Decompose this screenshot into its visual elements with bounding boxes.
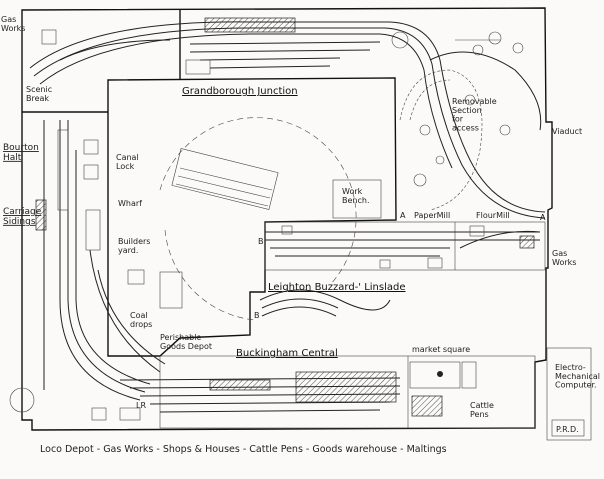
marker-lr: LR [136,401,146,410]
label-market-square: market square [412,345,470,354]
removable-section [391,31,542,211]
leighton-buzzard-station [264,221,546,271]
junction-building [185,59,211,75]
carriage-sidings-shed [35,199,47,231]
label-viaduct: Viaduct [552,127,582,136]
prd-panel [551,419,585,437]
turntable-circle [159,117,391,321]
marker-a-2: A [540,213,546,222]
buckingham-central-station [9,355,536,429]
electro-mechanical-computer [546,347,592,441]
fiddle-yard-sector [171,148,279,210]
builders-yard-shed [127,269,145,285]
work-bench [332,179,382,219]
carriage-shed [204,17,296,33]
footer-caption: Loco Depot - Gas Works - Shops & Houses … [40,444,447,455]
bourton-halt-platform [57,129,69,211]
label-grandborough-junction: Grandborough Junction [182,86,298,97]
label-prd: P.R.D. [556,425,579,434]
label-paper-mill: PaperMill [414,211,450,220]
label-flour-mill: FlourMill [476,211,510,220]
label-buckingham-central: Buckingham Central [236,348,338,359]
marker-b-1: B [258,237,264,246]
goods-warehouse [295,371,397,403]
gas-holder [41,29,57,45]
loco-turntable [9,387,35,413]
baseboard-outline [21,7,553,431]
label-wharf: Wharf [118,199,142,208]
label-leighton-buzzard: Leighton Buzzard-' Linslade [268,282,406,293]
market-square-block [409,361,461,389]
coal-drops-structure [159,271,183,309]
marker-a-1: A [400,211,406,220]
grandborough-tracks [29,21,546,219]
operating-well [107,77,397,357]
marker-b-2: B [254,311,260,320]
cattle-pens-block [411,395,443,417]
left-side-tracks [35,120,183,401]
